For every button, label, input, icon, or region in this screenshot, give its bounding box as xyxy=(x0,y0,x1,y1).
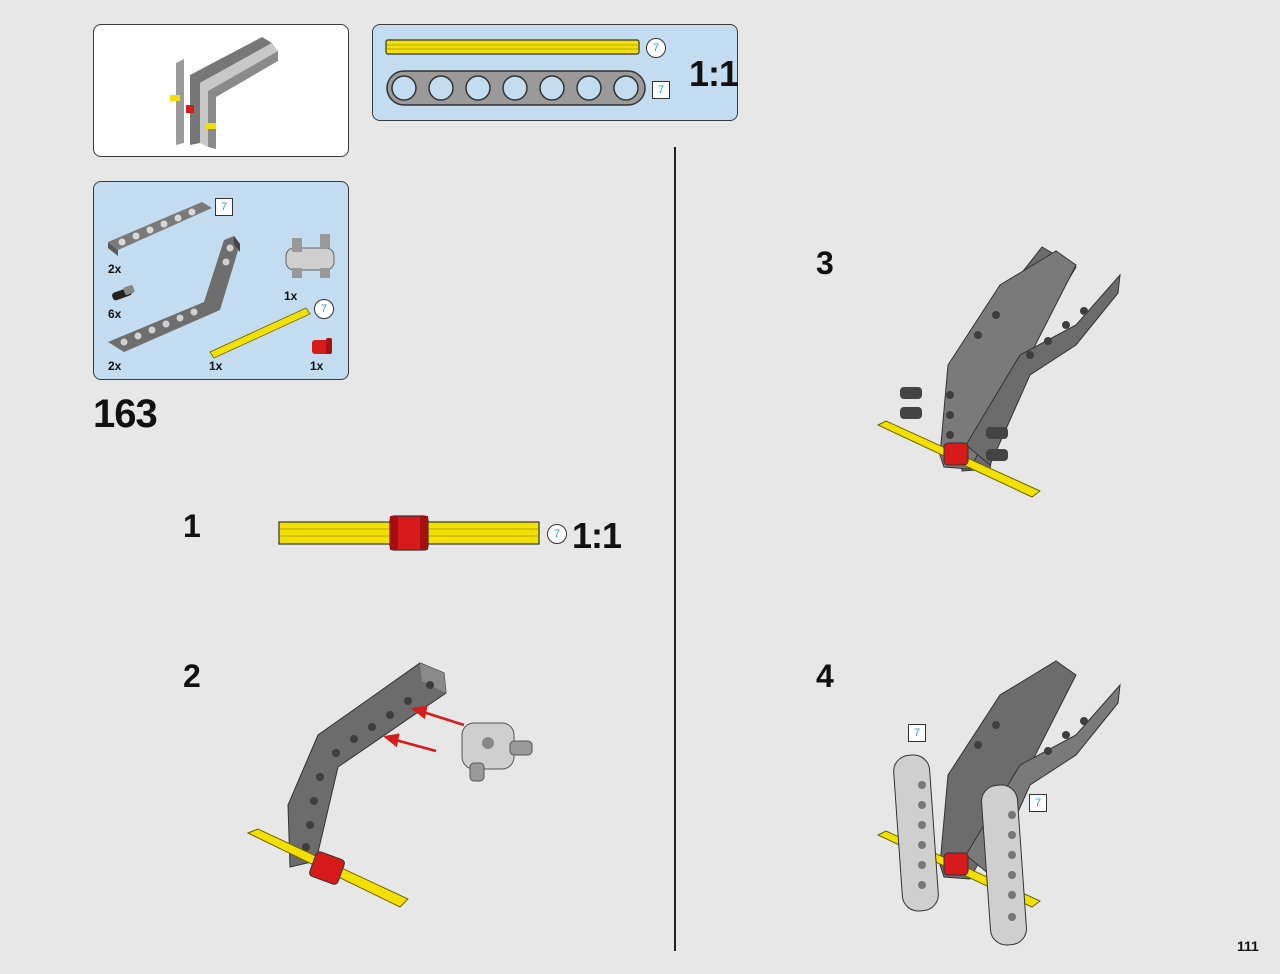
scale-ratio: 1:1 xyxy=(689,53,739,94)
axle-length-tag: 7 xyxy=(646,38,666,58)
beam-length-tag: 7 xyxy=(215,198,233,216)
double-beam-assembly-drawing xyxy=(876,246,1121,498)
part-qty: 6x xyxy=(108,307,122,321)
scale-ratio: 1:1 xyxy=(572,515,622,556)
beam-length-tag: 7 xyxy=(1029,794,1047,812)
substep-number: 3 xyxy=(816,245,834,281)
axle-length-tag: 7 xyxy=(314,299,334,319)
axle-scale-drawing xyxy=(385,39,640,55)
part-qty: 1x xyxy=(284,289,298,303)
substep-number: 1 xyxy=(183,508,201,544)
column-divider xyxy=(674,147,676,951)
step-number: 163 xyxy=(93,392,158,436)
beam-length-tag: 7 xyxy=(908,724,926,742)
parts-drawing xyxy=(108,202,335,359)
axle-length-tag: 7 xyxy=(547,524,567,544)
part-qty: 2x xyxy=(108,262,122,276)
progress-panel xyxy=(93,24,349,157)
substep-number: 2 xyxy=(183,658,201,694)
substep-number: 4 xyxy=(816,658,834,694)
beam-length-tag: 7 xyxy=(652,81,670,99)
part-qty: 2x xyxy=(108,359,122,373)
beam-scale-drawing xyxy=(386,70,646,106)
double-beam-with-side-beams-drawing xyxy=(876,660,1121,946)
part-qty: 1x xyxy=(209,359,223,373)
axle-with-bush-drawing xyxy=(278,515,540,551)
assembled-model-preview-icon xyxy=(170,37,278,149)
parts-panel: 7 7 2x 6x 2x 1x 1x 1x xyxy=(93,181,349,380)
page-number: 111 xyxy=(1237,938,1259,954)
bent-beam-assembly-drawing xyxy=(246,662,533,908)
part-qty: 1x xyxy=(310,359,324,373)
scale-panel: 7 7 1:1 xyxy=(372,24,739,121)
